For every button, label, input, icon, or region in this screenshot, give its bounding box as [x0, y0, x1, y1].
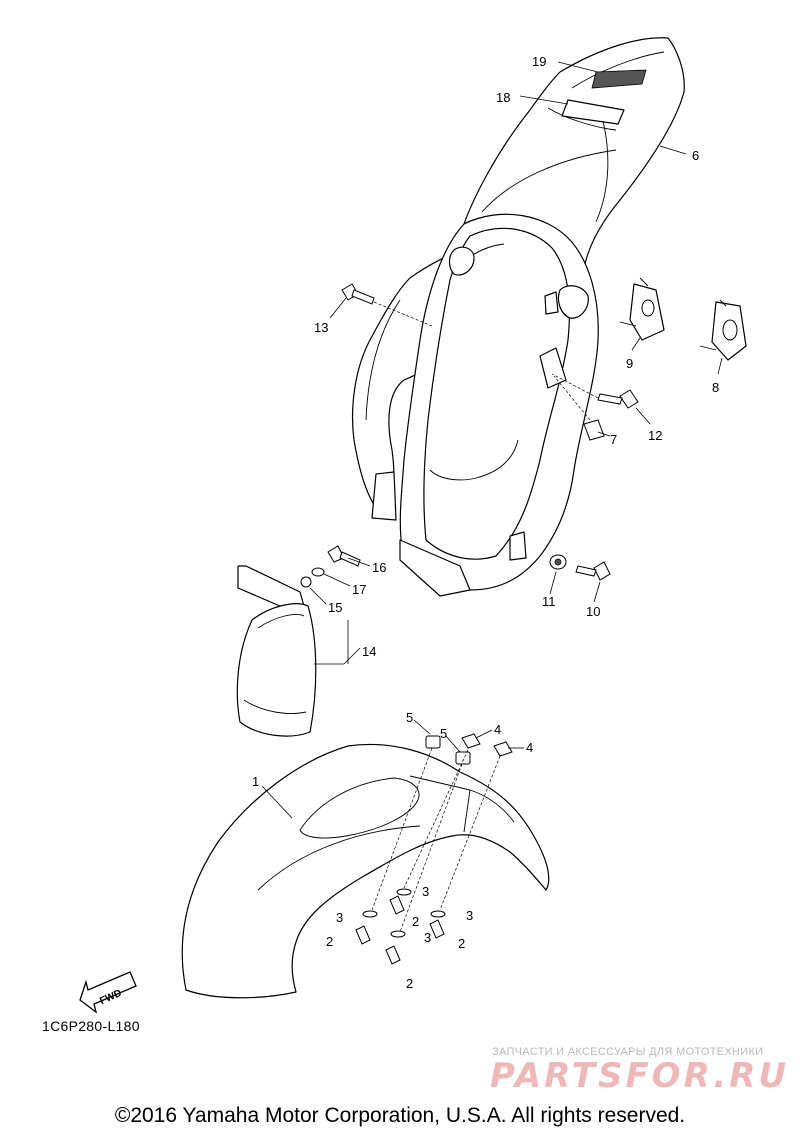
bolt-part-15 — [300, 576, 312, 588]
label-part-4b: 4 — [526, 740, 533, 755]
label-part-12: 12 — [648, 428, 662, 443]
label-part-2b: 2 — [326, 934, 333, 949]
washer-part-17 — [311, 567, 325, 577]
label-part-13: 13 — [314, 320, 328, 335]
nut-part-7 — [553, 375, 605, 441]
label-part-10: 10 — [586, 604, 600, 619]
bolt-part-13 — [341, 283, 433, 327]
bolt-part-12 — [551, 373, 639, 409]
copyright-notice: ©2016 Yamaha Motor Corporation, U.S.A. A… — [114, 1104, 686, 1127]
label-part-3d: 3 — [424, 930, 431, 945]
label-part-2a: 2 — [412, 914, 419, 929]
label-part-1: 1 — [252, 774, 259, 789]
bolt-part-10 — [575, 561, 611, 581]
decal-part-19 — [561, 99, 625, 125]
label-part-8: 8 — [712, 380, 719, 395]
label-part-15: 15 — [328, 600, 342, 615]
front-fender-part-1 — [181, 743, 550, 999]
label-part-2c: 2 — [458, 936, 465, 951]
label-part-5a: 5 — [406, 710, 413, 725]
watermark-tagline: ЗАПЧАСТИ И АКСЕССУАРЫ ДЛЯ МОТОТЕХНИКИ — [492, 1046, 764, 1058]
label-part-16: 16 — [372, 560, 386, 575]
label-part-17: 17 — [352, 582, 366, 597]
label-part-19: 18 — [496, 90, 510, 105]
label-part-9: 9 — [626, 356, 633, 371]
callouts: 19 18 6 13 9 8 12 7 16 17 15 14 11 10 1 … — [252, 54, 719, 991]
collar-part-11 — [549, 554, 567, 570]
watermark-logo: PARTSFOR.RU — [490, 1056, 790, 1096]
label-part-5b: 5 — [440, 726, 447, 741]
leader-lines — [261, 61, 723, 819]
plate-part-8 — [699, 299, 747, 361]
label-part-3a: 3 — [422, 884, 429, 899]
plate-part-9 — [619, 277, 665, 341]
label-part-11: 11 — [542, 594, 556, 609]
front-fender-hardware — [355, 733, 513, 965]
label-part-2d: 2 — [406, 976, 413, 991]
mud-flap-part-14 — [236, 565, 317, 737]
label-part-7: 7 — [610, 432, 617, 447]
decal-part-18 — [591, 69, 647, 89]
label-part-3b: 3 — [336, 910, 343, 925]
fender-inner-shroud — [399, 213, 599, 597]
label-part-14: 14 — [362, 644, 376, 659]
drawing-code: 1C6P280-L180 — [42, 1018, 140, 1034]
label-part-18: 19 — [532, 54, 546, 69]
label-part-4a: 4 — [494, 722, 501, 737]
label-part-3c: 3 — [466, 908, 473, 923]
label-part-6: 6 — [692, 148, 699, 163]
forward-arrow-icon: FWD — [79, 971, 137, 1014]
bolt-part-16 — [327, 545, 361, 567]
